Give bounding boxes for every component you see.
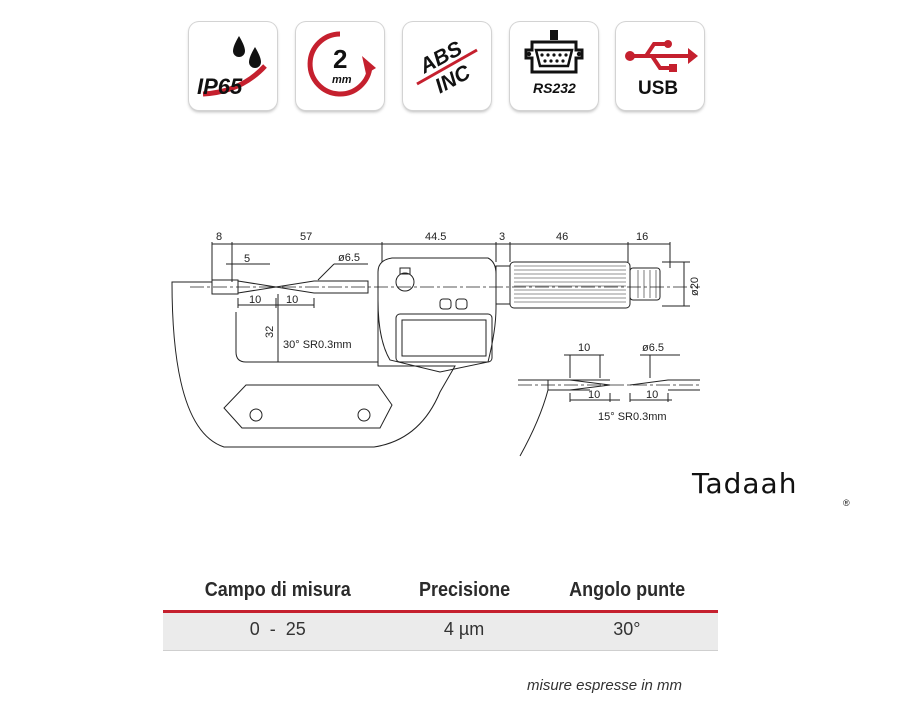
dim-16: 16 [636,231,648,243]
units-footnote: misure espresse in mm [527,677,683,694]
thimble [509,261,631,309]
detail-angle-label: 15° SR0.3mm [598,411,667,423]
detail-spindle-tip [629,379,700,391]
dim-tip-10-left: 10 [249,294,261,306]
usb-label: USB [638,78,679,99]
nameplate-screw-left [249,408,263,422]
rs232-label: RS232 [533,80,576,96]
dim-thimble-diameter: ø20 [689,277,701,296]
value-range: 0 - 25 [163,611,393,651]
tip-angle-label: 30° SR0.3mm [283,339,352,351]
ratchet [629,267,661,301]
value-precision: 4 µm [392,611,536,651]
nameplate-screw-right [357,408,371,422]
button-right [455,298,468,310]
registered-mark: ® [843,498,850,508]
detail-frame [518,379,549,457]
dim-8: 8 [216,231,222,243]
spec-value-row: 0 - 25 4 µm 30° [163,611,718,651]
header-range: Campo di misura [174,575,382,613]
serial-port-icon [524,30,584,74]
button-left [439,298,452,310]
detail-dim-10-bottom-right: 10 [646,389,658,401]
frame-outline [171,281,456,448]
sleeve [495,265,511,305]
ip65-badge: IP65 [189,22,277,110]
rs232-badge: RS232 [510,22,598,110]
dim-spindle-diameter: ø6.5 [338,252,360,264]
detail-anvil-tip [548,379,610,391]
nameplate [223,384,393,429]
water-drops-icon [202,36,267,97]
lock-knob [395,272,415,292]
dim-3: 3 [499,231,505,243]
dim-tip-5: 5 [244,253,250,265]
abs-inc-badge: ABS INC [403,22,491,110]
detail-dim-diameter: ø6.5 [642,342,664,354]
usb-icon [625,40,698,72]
dim-57: 57 [300,231,312,243]
spec-table: Campo di misura Precisione Angolo punte … [163,575,718,651]
header-precision: Precisione [399,575,529,613]
abs-inc-icon [416,48,478,86]
detail-dim-10-top: 10 [578,342,590,354]
rotation-badge: 2 mm [296,22,384,110]
usb-badge: USB [616,22,704,110]
value-tip-angle: 30° [535,611,718,651]
header-tip-angle: Angolo punte [544,575,709,613]
dim-46: 46 [556,231,568,243]
dim-44-5: 44.5 [425,231,446,243]
brand-logo: Tadaah [692,467,798,500]
feature-badges: IP65 2 mm ABS INC RS232 [189,22,709,114]
rotation-arrow-icon [307,31,376,97]
spec-header-row: Campo di misura Precisione Angolo punte [163,575,718,613]
dim-32: 32 [264,326,276,338]
detail-dim-10-bottom-left: 10 [588,389,600,401]
rotation-unit: mm [332,74,352,86]
display-housing [377,257,497,373]
ip65-label: IP65 [197,74,243,99]
thimble-knurling [514,265,626,303]
rotation-value: 2 [333,44,348,74]
lcd-screen [395,313,493,363]
frame-inner-recess [235,312,378,363]
dim-tip-10-right: 10 [286,294,298,306]
